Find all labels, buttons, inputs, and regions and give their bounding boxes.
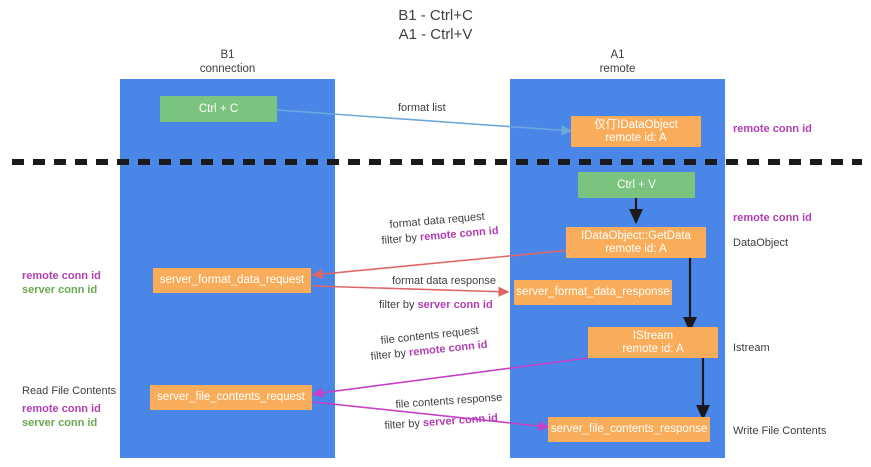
filter-key: server conn id	[422, 412, 499, 430]
right-label-remote-conn-id-top-text: remote conn id	[733, 123, 812, 135]
box-idataobject-getdata[interactable]: IDataObject::GetData remote id: A	[566, 227, 706, 258]
box-server-format-data-request-label: server_format_data_request	[159, 274, 305, 286]
box-server-file-contents-request-label: server_file_contents_request	[157, 391, 305, 403]
box-getdata-line2: remote id: A	[605, 242, 667, 255]
left-label-remote-conn-id-2: remote conn id	[22, 403, 101, 415]
box-server-file-contents-response[interactable]: server_file_contents_response	[548, 417, 710, 442]
box-server-format-data-response-label: server_format_data_response	[516, 286, 670, 298]
lane-header-b1: B1 connection	[120, 48, 335, 76]
right-label-dataobject-text: DataObject	[733, 237, 789, 249]
left-label-read-file-contents-text: Read File Contents	[22, 385, 117, 397]
filter-key: server conn id	[417, 299, 493, 311]
right-label-remote-conn-id-mid-text: remote conn id	[733, 212, 812, 224]
right-label-remote-conn-id-mid: remote conn id	[733, 211, 812, 225]
filter-prefix: filter by	[384, 417, 424, 432]
box-istream[interactable]: IStream remote id: A	[588, 327, 718, 358]
edge-label-format-data-response-filter: filter by server conn id	[379, 298, 493, 312]
right-label-remote-conn-id-top: remote conn id	[733, 122, 812, 136]
edge-label-file-contents-response: file contents response	[395, 391, 503, 411]
title-line-1: B1 - Ctrl+C	[398, 7, 473, 24]
right-label-write-file-contents: Write File Contents	[733, 424, 826, 438]
box-ctrl-c-label: Ctrl + C	[198, 102, 239, 115]
box-ctrl-c[interactable]: Ctrl + C	[160, 96, 277, 122]
right-label-write-file-contents-text: Write File Contents	[733, 425, 827, 437]
right-label-dataobject: DataObject	[733, 236, 788, 250]
box-ctrl-v-label: Ctrl + V	[617, 178, 656, 191]
box-ctrl-v[interactable]: Ctrl + V	[578, 172, 695, 198]
box-idataobject-top-line1: 仅仃IDataObject	[594, 118, 678, 131]
edge-label-format-list: format list	[398, 102, 446, 114]
box-idataobject-top[interactable]: 仅仃IDataObject remote id: A	[571, 116, 701, 147]
box-idataobject-top-line2: remote id: A	[605, 131, 667, 144]
box-istream-line1: IStream	[632, 329, 674, 342]
left-label-remote-conn-id: remote conn id	[22, 270, 101, 282]
lane-header-a1-sub: remote	[599, 63, 636, 75]
lane-header-a1-name: A1	[610, 49, 625, 61]
filter-prefix: filter by	[379, 299, 418, 311]
page-title: B1 - Ctrl+C A1 - Ctrl+V	[0, 6, 871, 44]
right-label-istream: Istream	[733, 341, 770, 355]
left-label-read-file-contents: Read File Contents	[22, 384, 116, 398]
left-label-conn-ids-format: remote conn id server conn id	[22, 269, 101, 297]
title-line-2: A1 - Ctrl+V	[398, 26, 473, 43]
filter-prefix: filter by	[381, 231, 421, 247]
lane-header-b1-name: B1	[220, 49, 235, 61]
box-server-format-data-request[interactable]: server_format_data_request	[153, 268, 311, 293]
lane-header-b1-sub: connection	[199, 63, 256, 75]
box-server-file-contents-response-label: server_file_contents_response	[550, 423, 708, 435]
box-istream-line2: remote id: A	[622, 342, 684, 355]
filter-prefix: filter by	[370, 346, 410, 363]
left-label-server-conn-id: server conn id	[22, 284, 98, 296]
lane-header-a1: A1 remote	[510, 48, 725, 76]
box-getdata-line1: IDataObject::GetData	[581, 229, 691, 242]
left-label-server-conn-id-2: server conn id	[22, 417, 98, 429]
edge-label-format-data-response: format data response	[392, 275, 496, 287]
right-label-istream-text: Istream	[733, 342, 770, 354]
box-server-format-data-response[interactable]: server_format_data_response	[514, 280, 672, 305]
box-server-file-contents-request[interactable]: server_file_contents_request	[150, 385, 312, 410]
left-label-conn-ids-file: remote conn id server conn id	[22, 402, 101, 430]
edge-label-file-contents-response-filter: filter by server conn id	[384, 411, 498, 433]
